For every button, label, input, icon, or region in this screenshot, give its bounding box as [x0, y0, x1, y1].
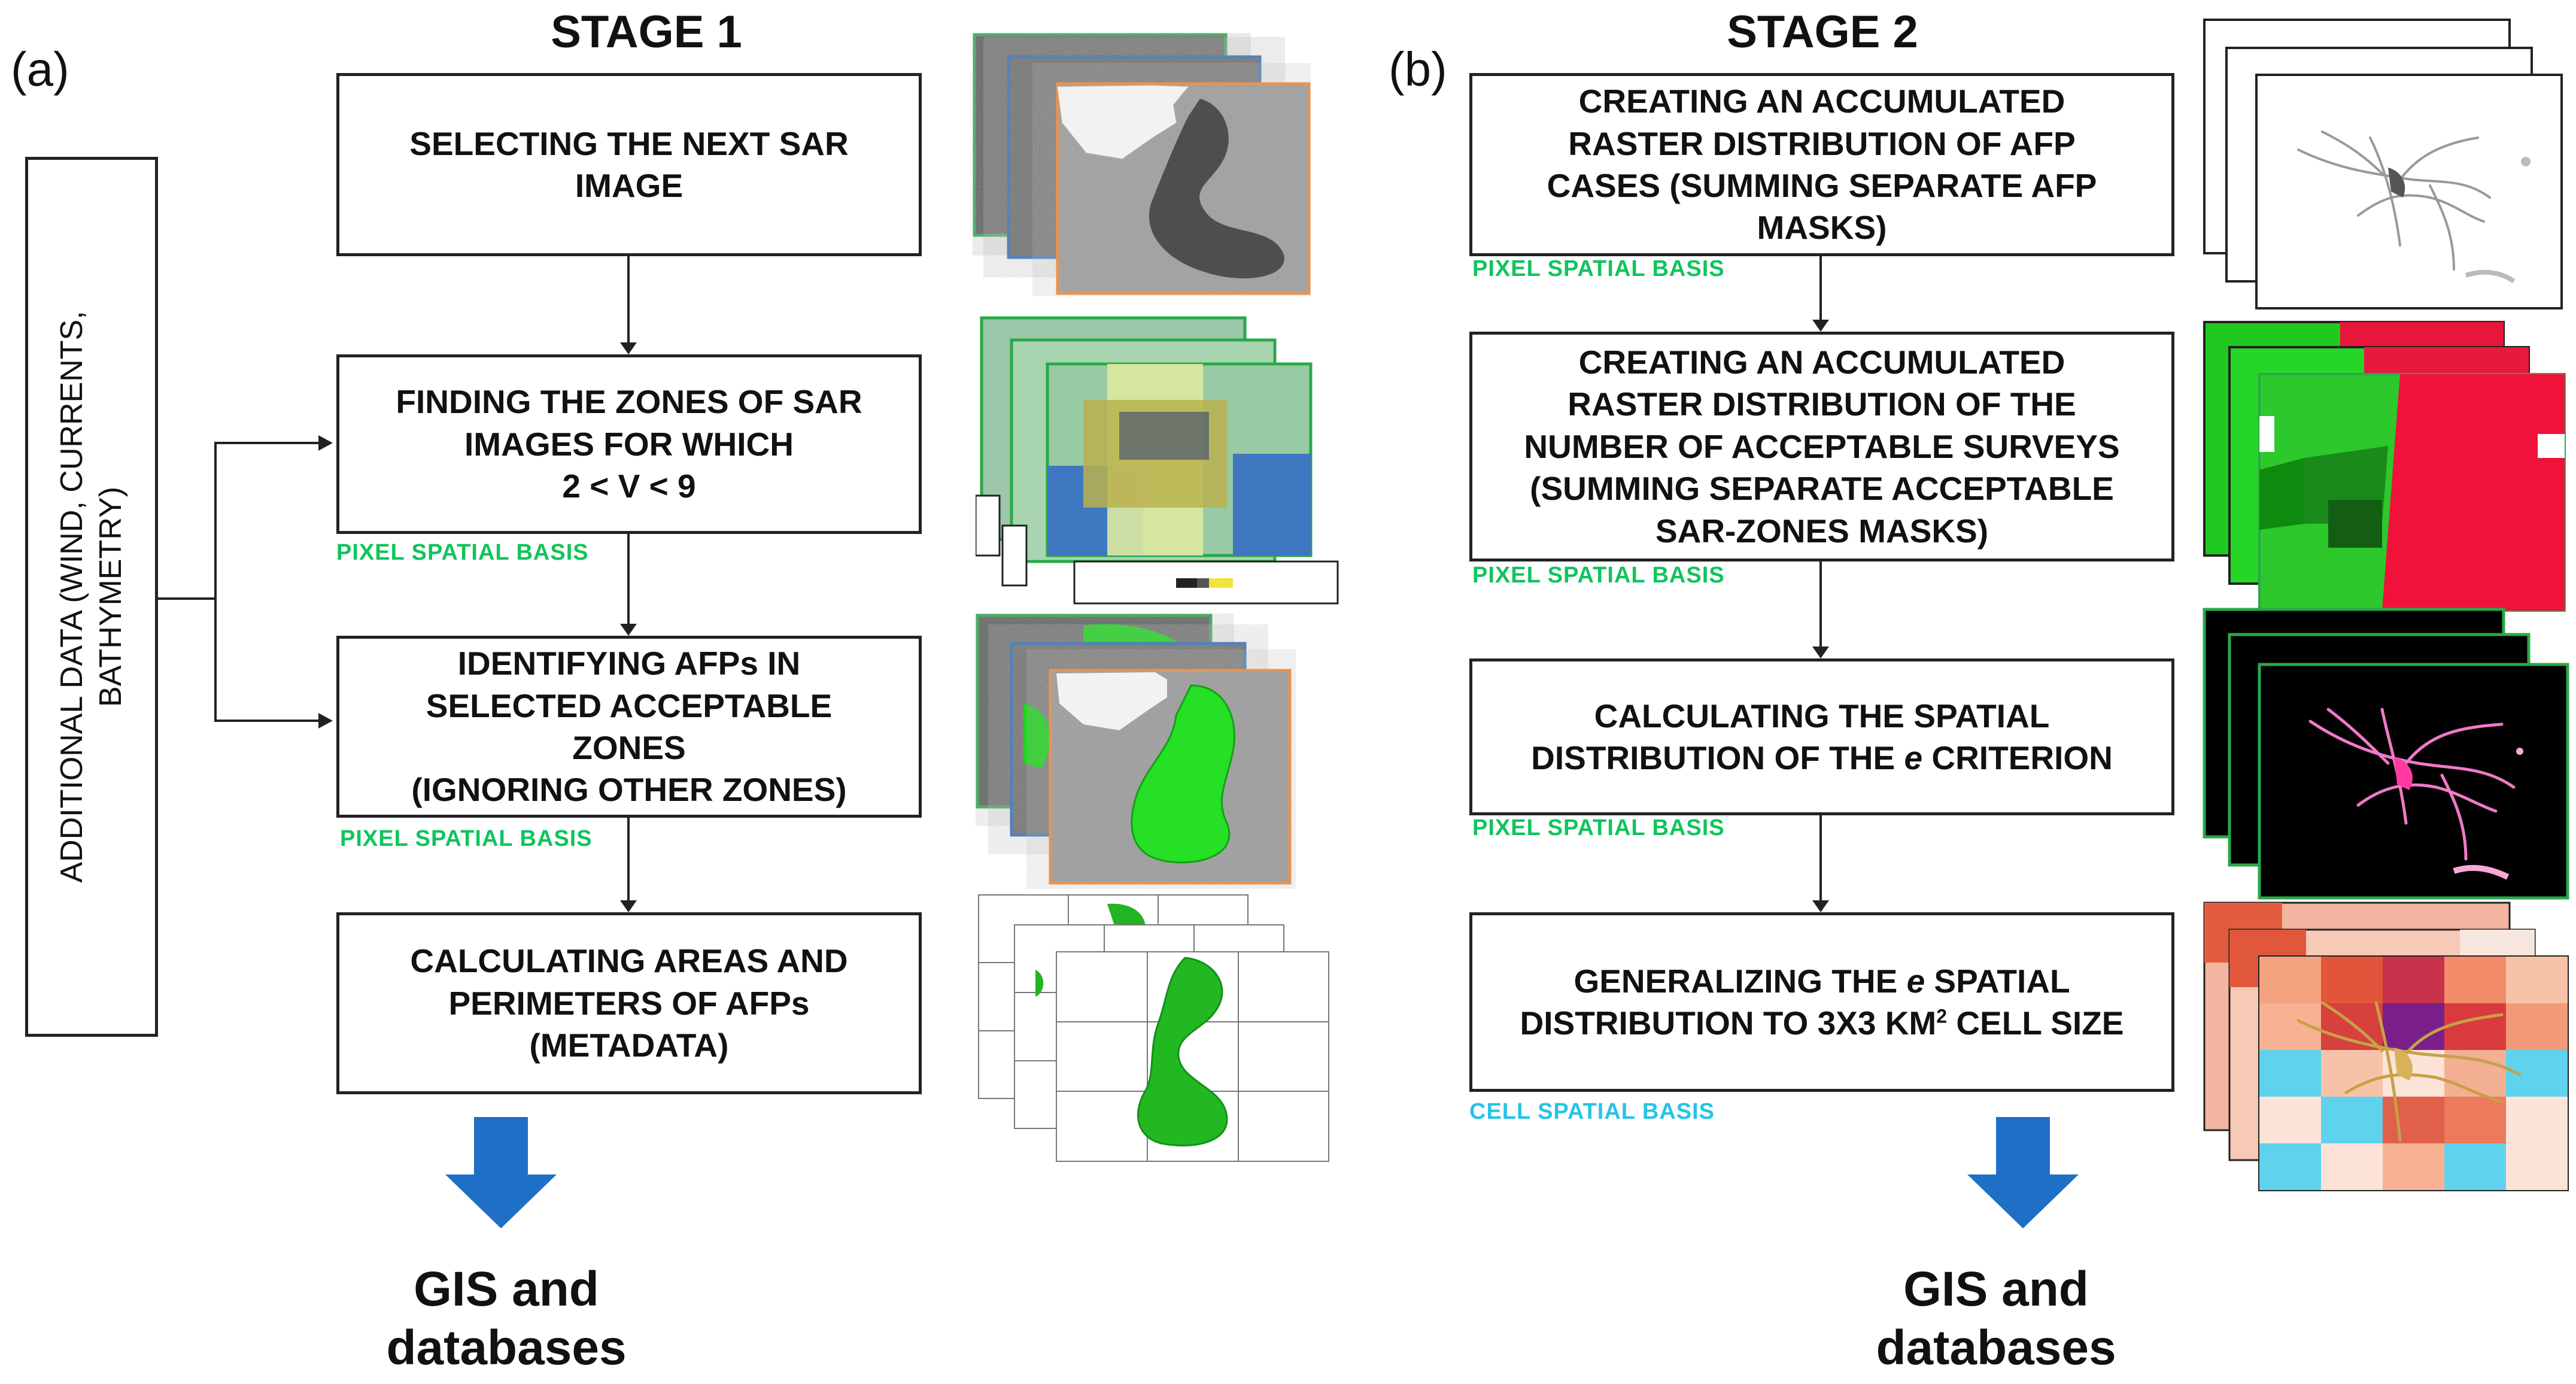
arrow-side-to-step3 [318, 713, 333, 729]
additional-data-box: ADDITIONAL DATA (WIND, CURRENTS, BATHYME… [25, 157, 158, 1037]
basis-label-s2-4: CELL SPATIAL BASIS [1469, 1099, 1715, 1124]
stage-2-title: STAGE 2 [1727, 7, 1918, 57]
output-gis-2: GIS and databases [1876, 1262, 2116, 1376]
afp-identification-stack [976, 614, 1296, 889]
cell-generalization-stack [2203, 901, 2574, 1194]
basis-label-s1-2: PIXEL SPATIAL BASIS [336, 540, 589, 565]
survey-count-stack [2203, 320, 2574, 614]
step-calc-e-criterion: CALCULATING THE SPATIAL DISTRIBUTION OF … [1469, 658, 2174, 815]
step-find-zones: FINDING THE ZONES OF SAR IMAGES FOR WHIC… [336, 354, 922, 534]
additional-data-label: ADDITIONAL DATA (WIND, CURRENTS, BATHYME… [54, 311, 128, 883]
output-gis-1: GIS and databases [386, 1262, 627, 1376]
zones-map-stack [976, 316, 1341, 609]
basis-label-s2-2: PIXEL SPATIAL BASIS [1472, 563, 1725, 588]
panel-b-label: (b) [1389, 43, 1447, 96]
basis-label-s2-1: PIXEL SPATIAL BASIS [1472, 256, 1725, 281]
step-accumulate-surveys: CREATING AN ACCUMULATED RASTER DISTRIBUT… [1469, 332, 2174, 562]
step-select-sar-image: SELECTING THE NEXT SAR IMAGE [336, 73, 922, 256]
stage-1-title: STAGE 1 [551, 7, 742, 57]
basis-label-s2-3: PIXEL SPATIAL BASIS [1472, 815, 1725, 840]
e-criterion-stack [2203, 608, 2574, 901]
afp-accumulation-stack [2203, 18, 2574, 311]
step-accumulate-afp: CREATING AN ACCUMULATED RASTER DISTRIBUT… [1469, 73, 2174, 256]
step-calc-areas: CALCULATING AREAS AND PERIMETERS OF AFPs… [336, 912, 922, 1094]
step-generalize-e: GENERALIZING THE e SPATIAL DISTRIBUTION … [1469, 912, 2174, 1092]
step-identify-afps: IDENTIFYING AFPs IN SELECTED ACCEPTABLE … [336, 636, 922, 818]
sar-image-stack [973, 33, 1311, 296]
output-arrow-1 [445, 1117, 557, 1228]
panel-a-label: (a) [11, 43, 69, 96]
arrow-side-to-step2 [318, 435, 333, 451]
basis-label-s1-3: PIXEL SPATIAL BASIS [340, 826, 593, 851]
output-arrow-2 [1967, 1117, 2079, 1228]
metadata-grid-stack [976, 892, 1335, 1167]
